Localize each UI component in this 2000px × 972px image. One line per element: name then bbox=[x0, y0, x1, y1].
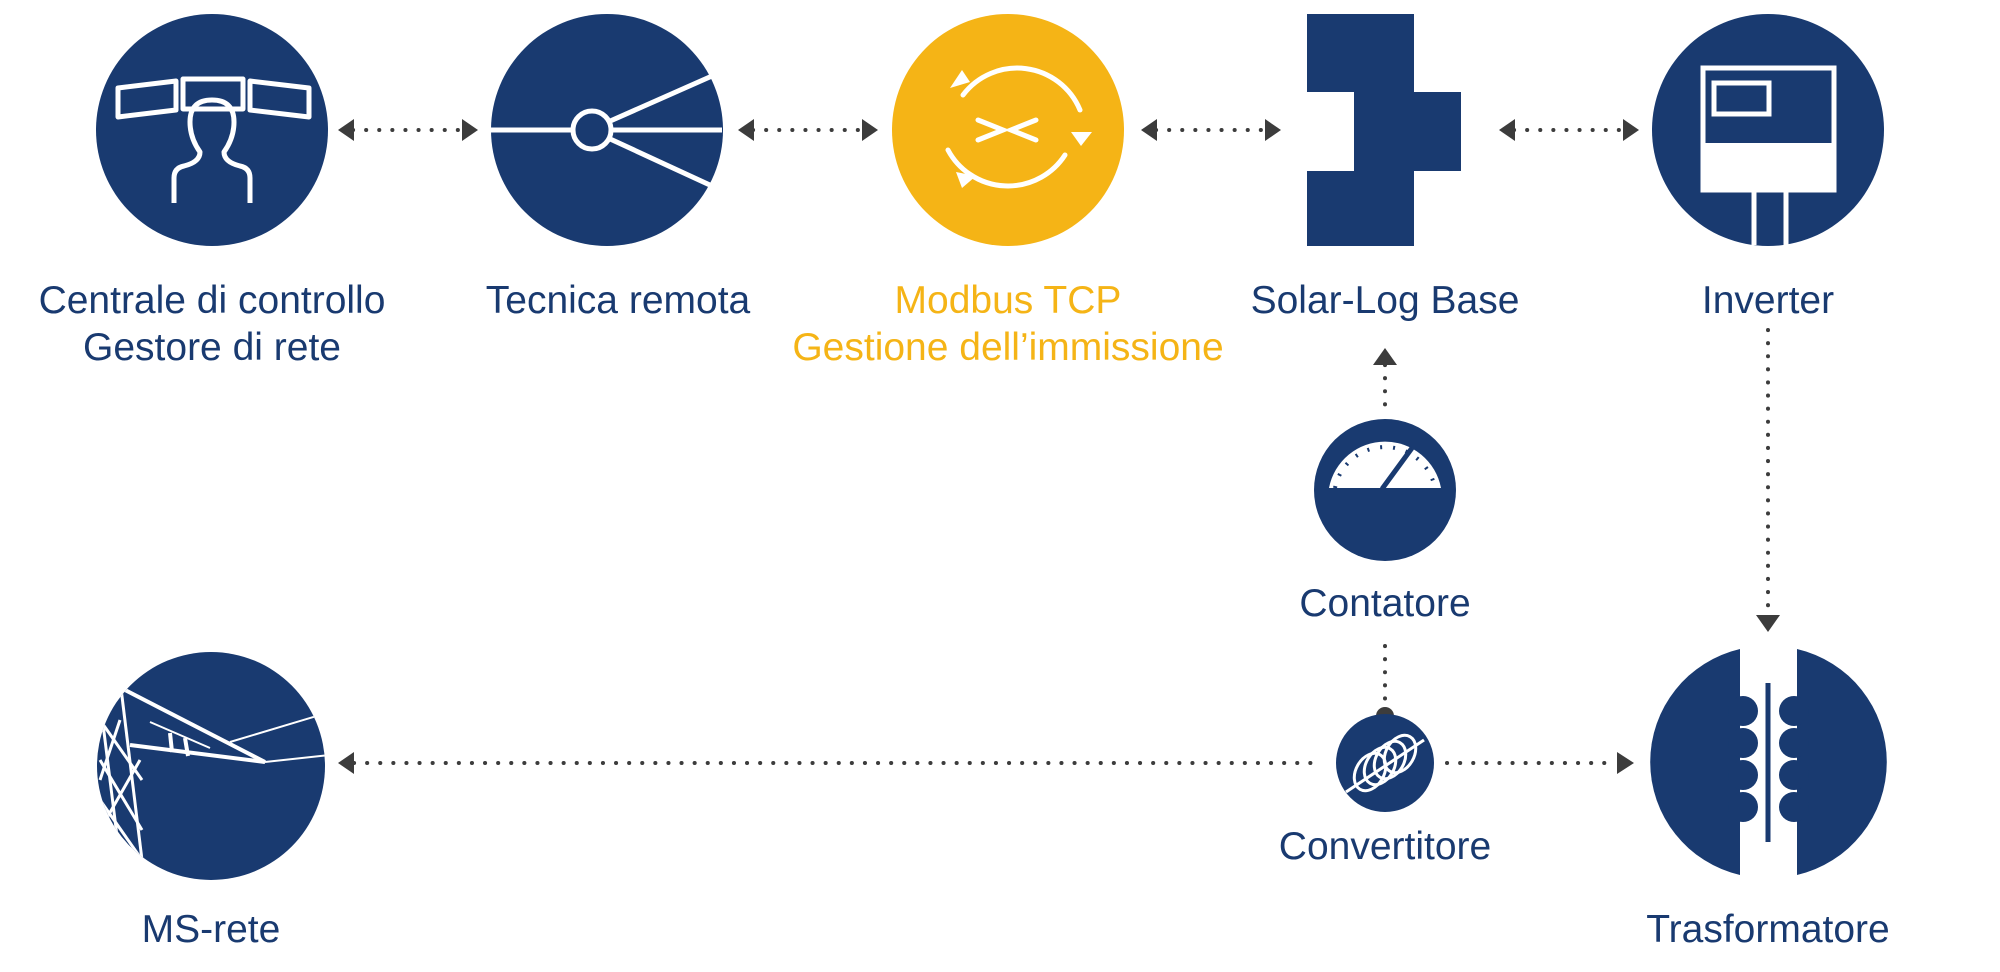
arrowhead-right bbox=[1617, 752, 1634, 774]
solar-log-device-icon bbox=[1307, 14, 1461, 246]
arrowhead-left bbox=[338, 752, 354, 774]
modbus-label-line1: Modbus TCP bbox=[894, 279, 1122, 322]
arrowhead-down bbox=[1756, 615, 1780, 632]
connector-converter-transformer bbox=[1445, 752, 1634, 774]
meter-label: Contatore bbox=[1299, 582, 1471, 625]
control-room-operator-icon bbox=[96, 14, 328, 246]
sync-arrows-icon bbox=[892, 14, 1124, 246]
connector-converter-meter bbox=[1376, 644, 1394, 725]
connector-solarlog-inverter bbox=[1499, 119, 1639, 141]
arrowhead-right bbox=[1265, 119, 1281, 141]
transformer-coils-icon bbox=[1650, 649, 1887, 875]
inverter-label: Inverter bbox=[1701, 279, 1835, 322]
connector-inverter-transformer bbox=[1756, 328, 1780, 632]
arrowhead-right bbox=[462, 119, 478, 141]
arrowhead-up bbox=[1373, 348, 1397, 365]
meter-gauge-icon bbox=[1314, 419, 1456, 561]
arrowhead-right bbox=[862, 119, 878, 141]
arrowhead-left bbox=[338, 119, 354, 141]
modbus-label: Modbus TCP Gestione dell’immissione bbox=[758, 277, 1258, 371]
remote-technology-label: Tecnica remota bbox=[485, 279, 751, 322]
connector-meter-solarlog bbox=[1373, 348, 1397, 412]
connector-remote-modbus bbox=[738, 119, 878, 141]
connector-control-remote bbox=[338, 119, 478, 141]
arrowhead-left bbox=[1499, 119, 1515, 141]
control-center-label-line2: Gestore di rete bbox=[83, 326, 341, 369]
arrowhead-left bbox=[1141, 119, 1157, 141]
antenna-signal-icon bbox=[491, 14, 723, 246]
arrowhead-right bbox=[1623, 119, 1639, 141]
transformer-label: Trasformatore bbox=[1646, 908, 1890, 951]
control-center-label: Centrale di controllo Gestore di rete bbox=[12, 277, 412, 371]
current-transformer-coil-icon bbox=[1336, 714, 1434, 812]
arrowhead-left bbox=[738, 119, 754, 141]
control-center-label-line1: Centrale di controllo bbox=[38, 279, 386, 322]
power-pylon-icon bbox=[97, 652, 325, 880]
solar-log-label: Solar-Log Base bbox=[1250, 279, 1520, 322]
connector-converter-grid bbox=[338, 752, 1324, 774]
inverter-icon bbox=[1652, 14, 1884, 246]
converter-label: Convertitore bbox=[1278, 825, 1492, 868]
connector-modbus-solarlog bbox=[1141, 119, 1281, 141]
modbus-label-line2: Gestione dell’immissione bbox=[792, 326, 1224, 369]
grid-label: MS-rete bbox=[141, 908, 281, 951]
